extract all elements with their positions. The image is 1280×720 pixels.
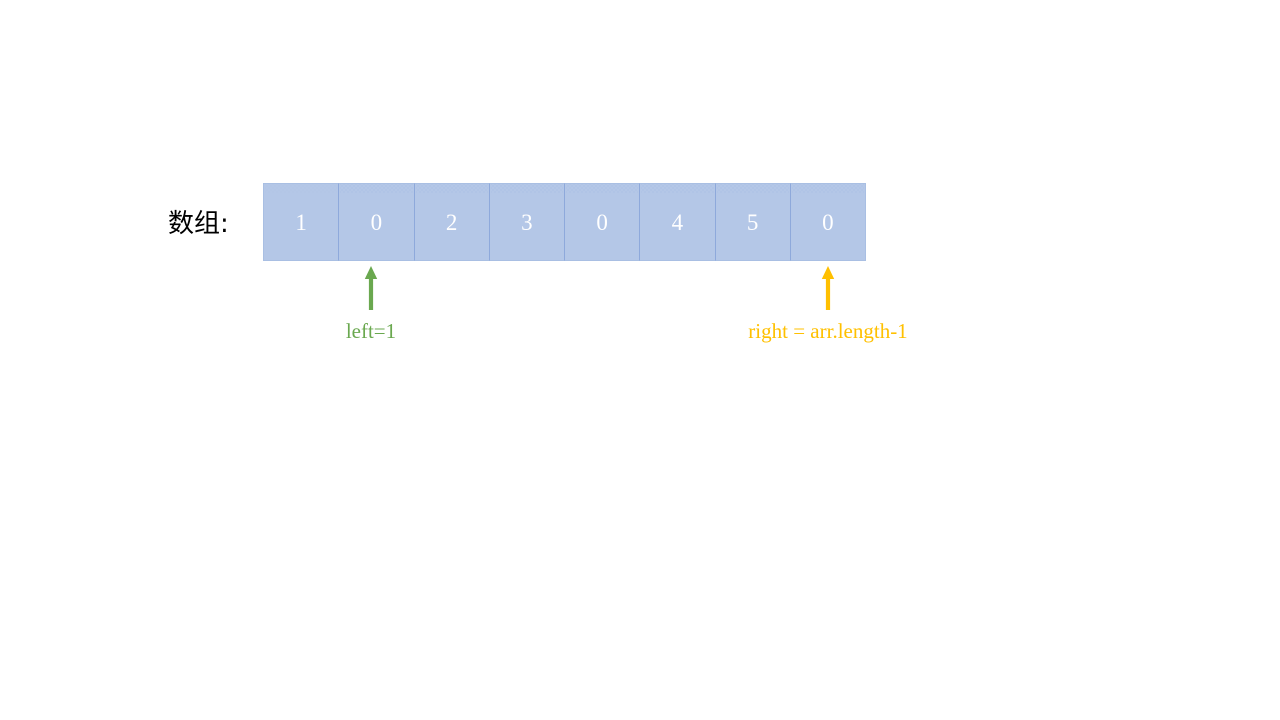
pointer-right-label: right = arr.length-1 (748, 319, 908, 343)
array-cell-value: 1 (295, 209, 307, 235)
array-cell-value: 3 (521, 209, 533, 235)
array-cell: 5 (715, 183, 791, 261)
array-container: 1 0 2 3 0 4 5 0 (263, 183, 866, 261)
arrow-up-icon (364, 266, 378, 310)
array-cell-value: 0 (822, 209, 834, 235)
array-cell: 4 (640, 183, 716, 261)
array-cell-value: 4 (671, 209, 684, 235)
array-cell-value: 0 (370, 209, 383, 235)
array-cell: 0 (790, 183, 866, 261)
arrow-up-icon (821, 266, 835, 310)
pointer-left-label: left=1 (345, 319, 397, 343)
array-cell-value: 2 (445, 209, 458, 235)
array-caption-label: 数组: (168, 209, 229, 239)
array-cell-value: 5 (746, 209, 759, 235)
array-cell-value: 0 (596, 209, 608, 235)
array-cell: 2 (414, 183, 490, 261)
pointer-right: right = arr.length-1 (718, 266, 938, 344)
array-cell: 3 (489, 183, 565, 261)
array-cell: 0 (565, 183, 641, 261)
array-cell: 1 (263, 183, 340, 261)
array-cell: 0 (339, 183, 415, 261)
pointer-left: left=1 (261, 266, 481, 344)
